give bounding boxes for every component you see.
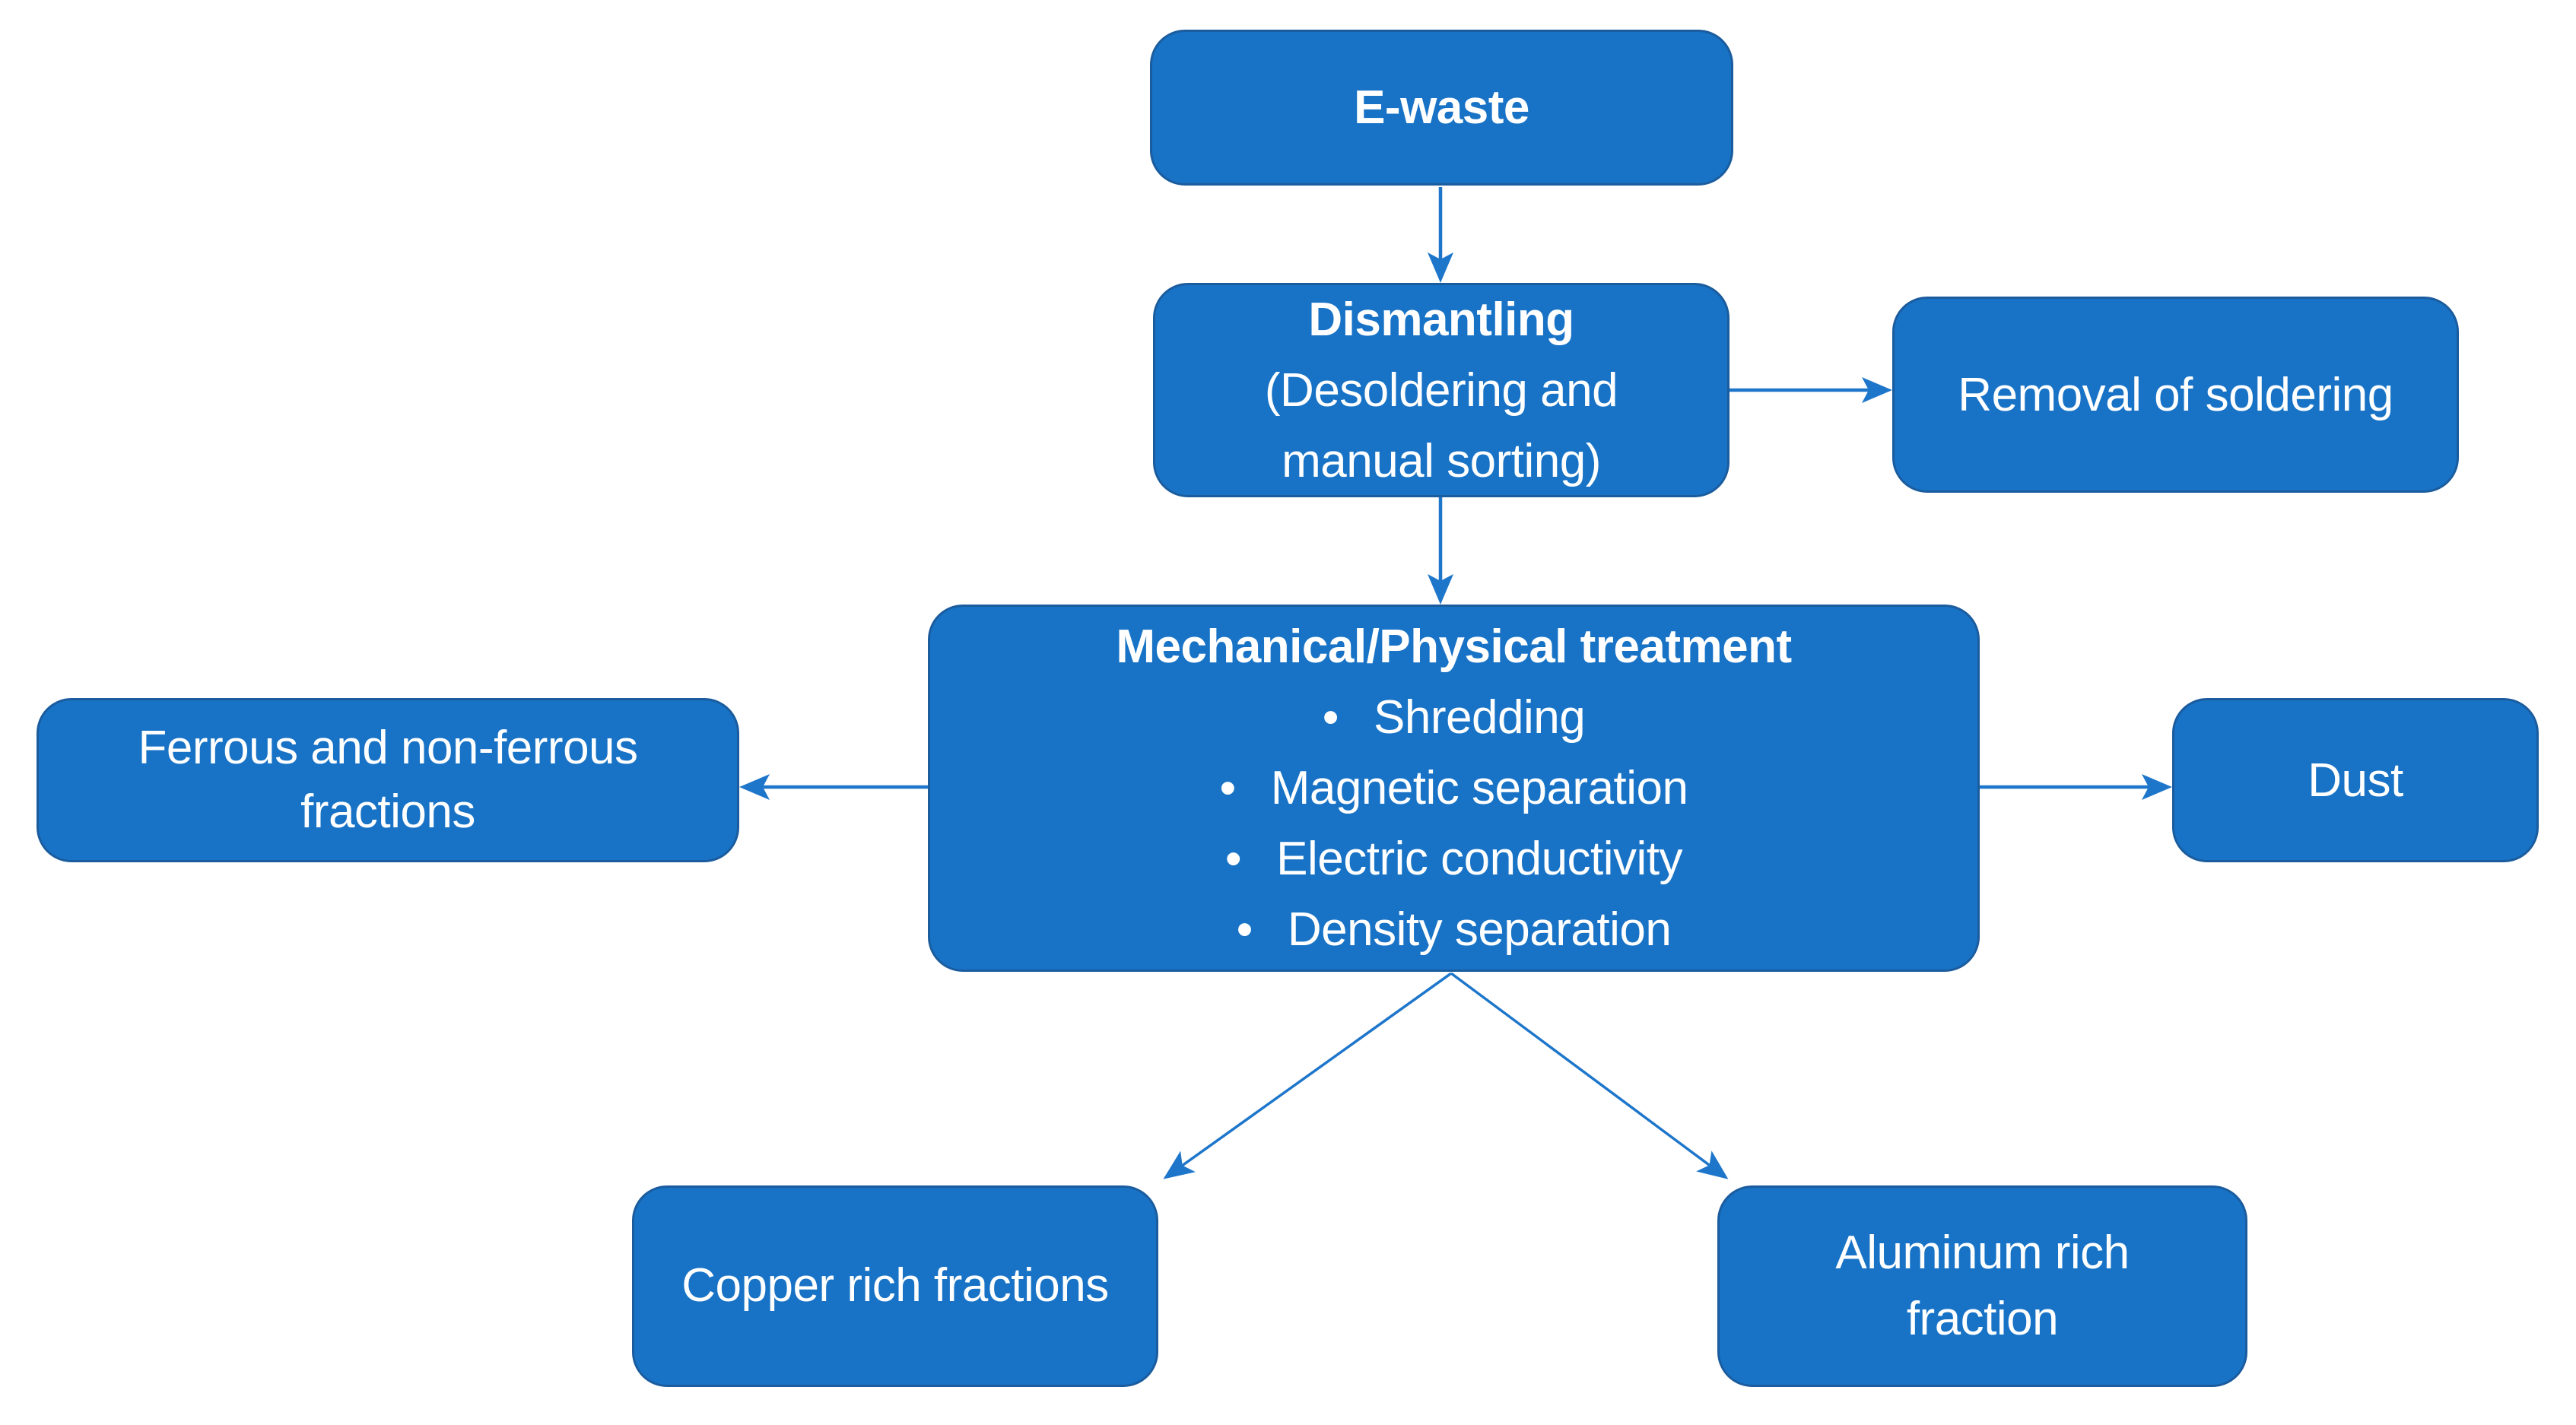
node-removal-label: Removal of soldering xyxy=(1958,368,2393,421)
node-copper-label: Copper rich fractions xyxy=(681,1259,1109,1312)
bullet-item-shredding: • Shredding xyxy=(1322,682,1586,753)
node-dismantling-sublabel: (Desoldering and manual sorting) xyxy=(1264,363,1618,487)
node-mechanical-label: Mechanical/Physical treatment xyxy=(1116,620,1792,673)
node-ewaste-label: E-waste xyxy=(1354,81,1529,134)
bullet-item-label: Electric conductivity xyxy=(1276,833,1683,885)
bullet-item-density-separation: • Density separation xyxy=(1237,894,1672,965)
bullet-marker: • xyxy=(1322,691,1339,744)
bullet-item-label: Density separation xyxy=(1287,903,1672,956)
bullet-marker: • xyxy=(1236,903,1253,956)
bullet-marker: • xyxy=(1224,833,1242,885)
bullet-item-label: Magnetic separation xyxy=(1270,762,1688,814)
node-dismantling: Dismantling (Desoldering and manual sort… xyxy=(1153,283,1730,497)
arrow-mechanical-to-copper xyxy=(1163,972,1453,1179)
bullet-item-label: Shredding xyxy=(1374,691,1586,744)
node-mechanical-treatment: Mechanical/Physical treatment • Shreddin… xyxy=(928,605,1980,972)
node-dust: Dust xyxy=(2172,698,2539,862)
bullet-item-magnetic-separation: • Magnetic separation xyxy=(1219,753,1688,824)
bullet-item-electric-conductivity: • Electric conductivity xyxy=(1224,824,1683,894)
arrow-mechanical-to-aluminum xyxy=(1450,972,1729,1179)
bullet-marker: • xyxy=(1219,762,1236,814)
node-ewaste: E-waste xyxy=(1150,30,1733,186)
node-removal-of-soldering: Removal of soldering xyxy=(1892,297,2459,493)
node-ferrous-label: Ferrous and non-ferrous fractions xyxy=(138,722,638,838)
node-aluminum-label: Aluminum rich fraction xyxy=(1835,1226,2130,1345)
node-aluminum-fraction: Aluminum rich fraction xyxy=(1717,1185,2247,1387)
node-dismantling-label: Dismantling xyxy=(1308,293,1574,346)
node-dust-label: Dust xyxy=(2308,754,2403,807)
node-ferrous-fractions: Ferrous and non-ferrous fractions xyxy=(37,698,739,862)
node-copper-fractions: Copper rich fractions xyxy=(632,1185,1158,1387)
